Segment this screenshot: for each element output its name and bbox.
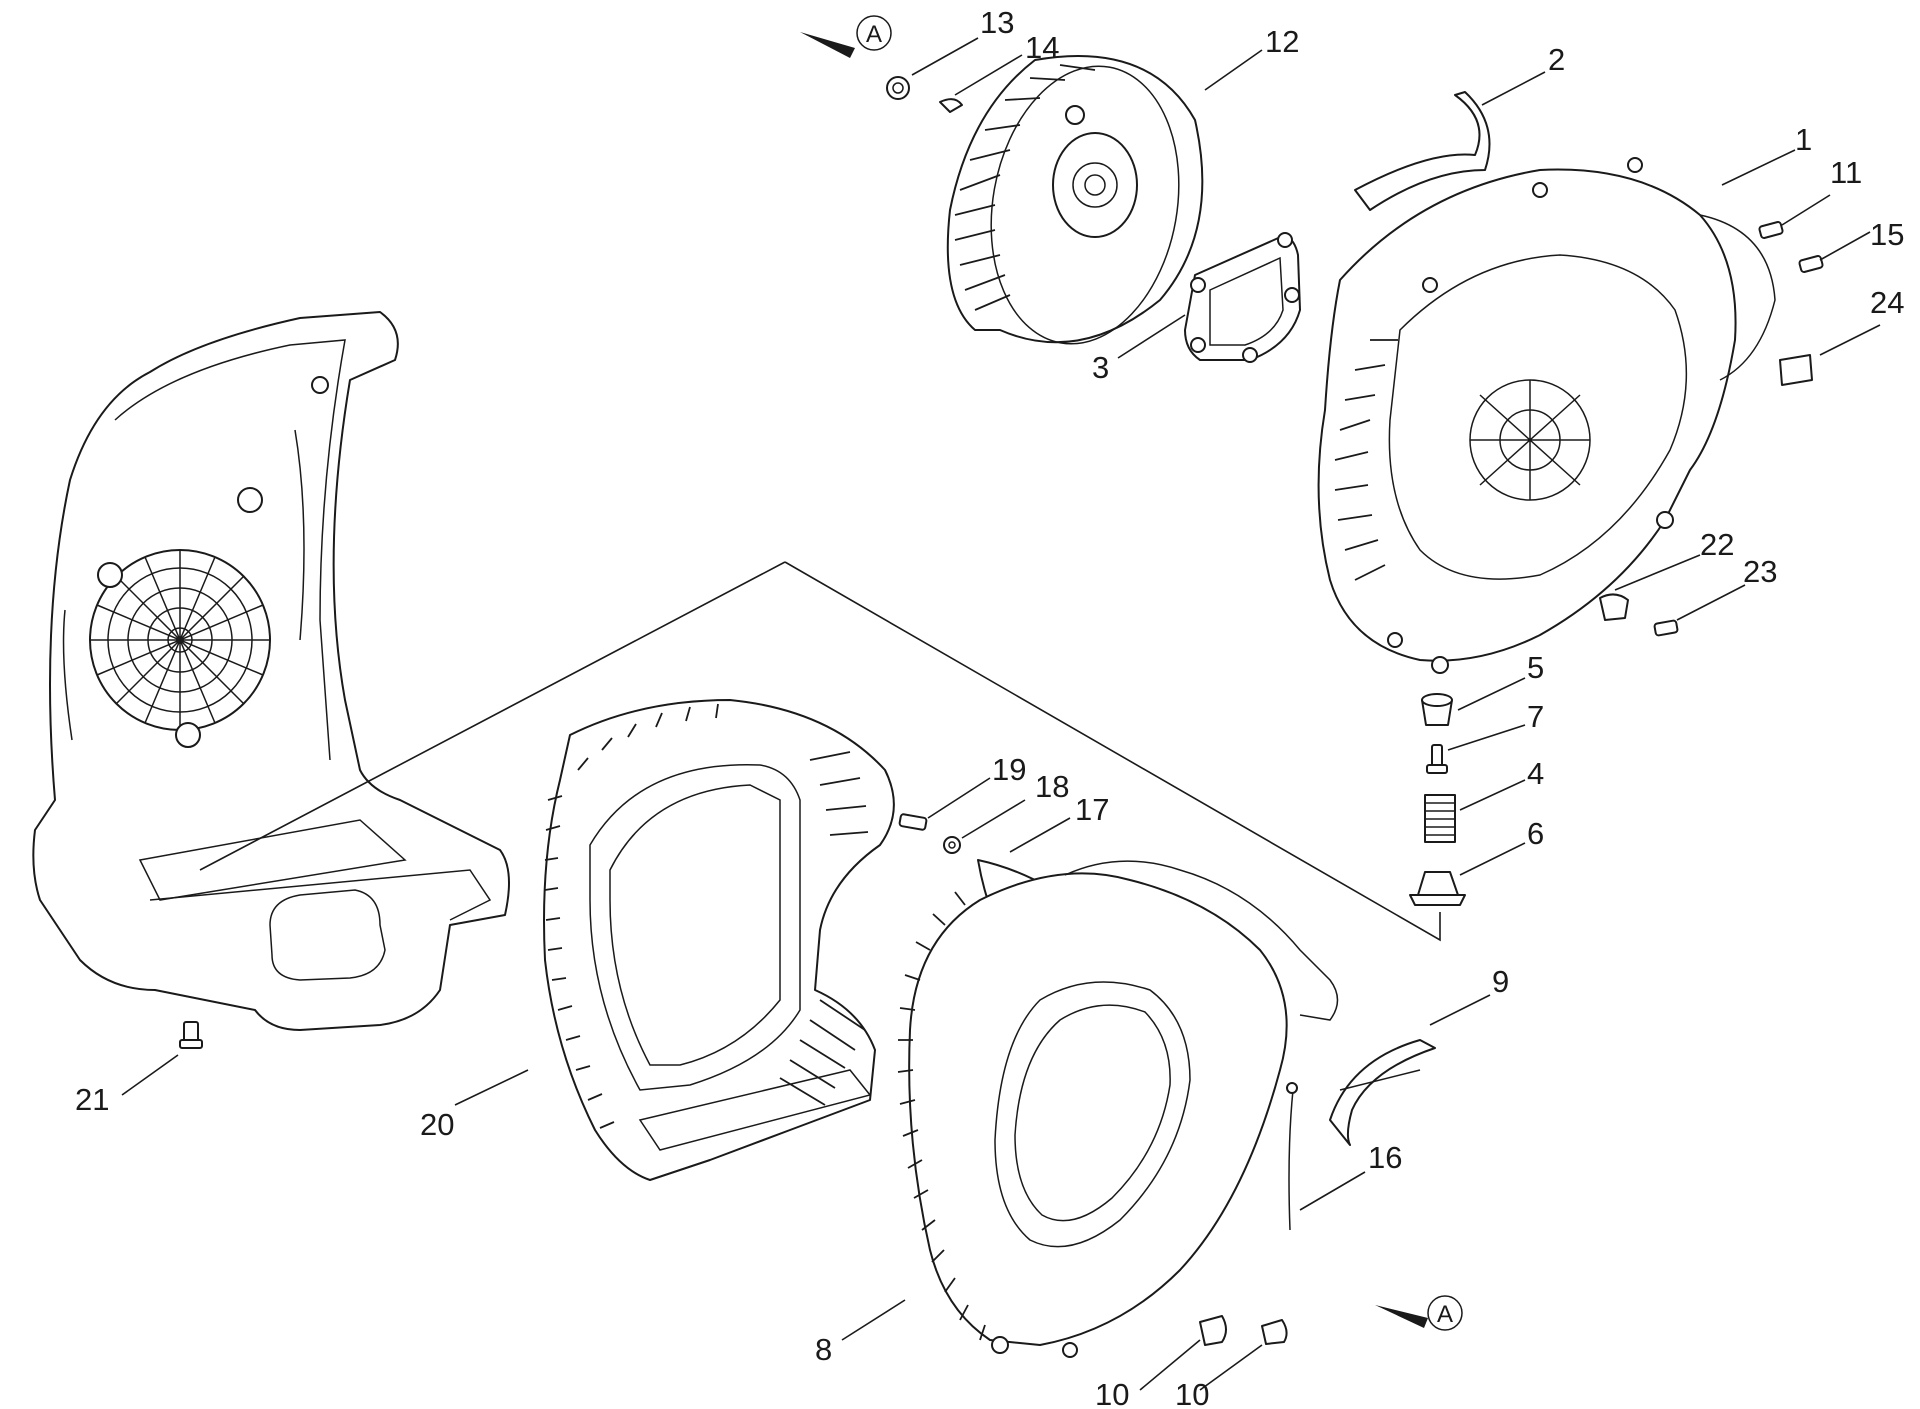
seal-strip-lower (1329, 1039, 1436, 1146)
key-14 (939, 98, 963, 113)
callout-18: 18 (1035, 769, 1069, 804)
callout-6: 6 (1527, 816, 1544, 851)
back-frame (32, 311, 510, 1031)
nut-13 (886, 76, 910, 100)
leader-lines (121, 37, 1881, 1391)
svg-text:A: A (1437, 1301, 1453, 1328)
reference-arrow-bottom: A (1375, 1295, 1463, 1331)
callout-9: 9 (1492, 964, 1509, 999)
callout-17: 17 (1075, 792, 1109, 827)
callout-5: 5 (1527, 650, 1544, 685)
fan-housing (1317, 157, 1776, 674)
cable-16 (1286, 1082, 1298, 1231)
impeller (946, 55, 1204, 345)
clip-10-right (1261, 1319, 1288, 1345)
callout-19: 19 (992, 752, 1026, 787)
clip-10-left (1199, 1315, 1227, 1346)
callout-22: 22 (1700, 527, 1734, 562)
callout-21: 21 (75, 1082, 109, 1117)
screw-23 (1653, 619, 1679, 637)
reference-arrow-top: A (800, 15, 892, 58)
callout-10-right: 10 (1175, 1377, 1209, 1409)
callout-12: 12 (1265, 24, 1299, 59)
callout-10-left: 10 (1095, 1377, 1129, 1409)
washer-18 (943, 836, 961, 854)
clip-22 (1599, 593, 1629, 621)
callout-23: 23 (1743, 554, 1777, 589)
volute-housing (897, 860, 1339, 1358)
front-cover (543, 699, 895, 1181)
callout-2: 2 (1548, 42, 1565, 77)
bolt-7 (1426, 744, 1448, 774)
callout-labels: 13 14 12 2 1 11 15 24 3 22 23 5 7 4 6 19… (75, 5, 1904, 1409)
mount-6 (1409, 871, 1466, 906)
callout-3: 3 (1092, 350, 1109, 385)
callout-8: 8 (815, 1332, 832, 1367)
seal-strip-upper (1354, 91, 1491, 211)
callout-13: 13 (980, 5, 1014, 40)
callout-16: 16 (1368, 1140, 1402, 1175)
screw-11 (1758, 221, 1784, 239)
spring-4 (1424, 794, 1456, 843)
label-24 (1779, 354, 1813, 386)
screw-19 (898, 813, 928, 831)
callout-7: 7 (1527, 699, 1544, 734)
grommet-5 (1421, 693, 1453, 726)
screw-21 (179, 1021, 203, 1049)
callout-11: 11 (1830, 155, 1862, 190)
gasket-plate (1184, 232, 1301, 363)
callout-20: 20 (420, 1107, 454, 1142)
callout-14: 14 (1025, 30, 1059, 65)
assembly-outline (199, 561, 1441, 942)
screw-15 (1798, 255, 1824, 273)
callout-15: 15 (1870, 217, 1904, 252)
callout-24: 24 (1870, 285, 1904, 320)
callout-4: 4 (1527, 756, 1544, 791)
svg-text:A: A (866, 21, 882, 48)
callout-1: 1 (1795, 122, 1812, 157)
